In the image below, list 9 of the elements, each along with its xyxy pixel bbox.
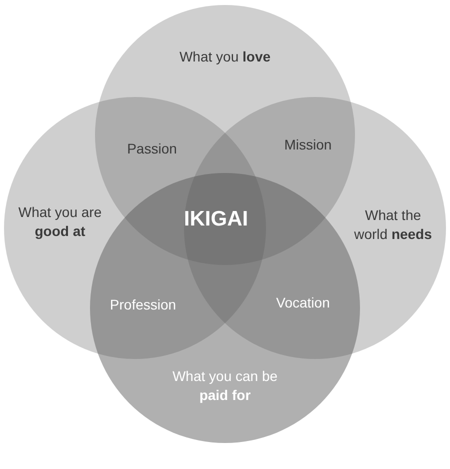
circle-label: What the world needs — [353, 206, 433, 244]
overlap-label: Mission — [284, 136, 332, 154]
circle-label: What you are good at — [17, 203, 103, 241]
overlap-label: Passion — [127, 140, 177, 158]
circle-label: What you love — [178, 48, 272, 66]
overlap-label: Vocation — [276, 294, 330, 312]
overlap-label: Profession — [110, 296, 176, 314]
center-label: IKIGAI — [184, 206, 248, 232]
circle-label: What you can be paid for — [171, 367, 279, 405]
